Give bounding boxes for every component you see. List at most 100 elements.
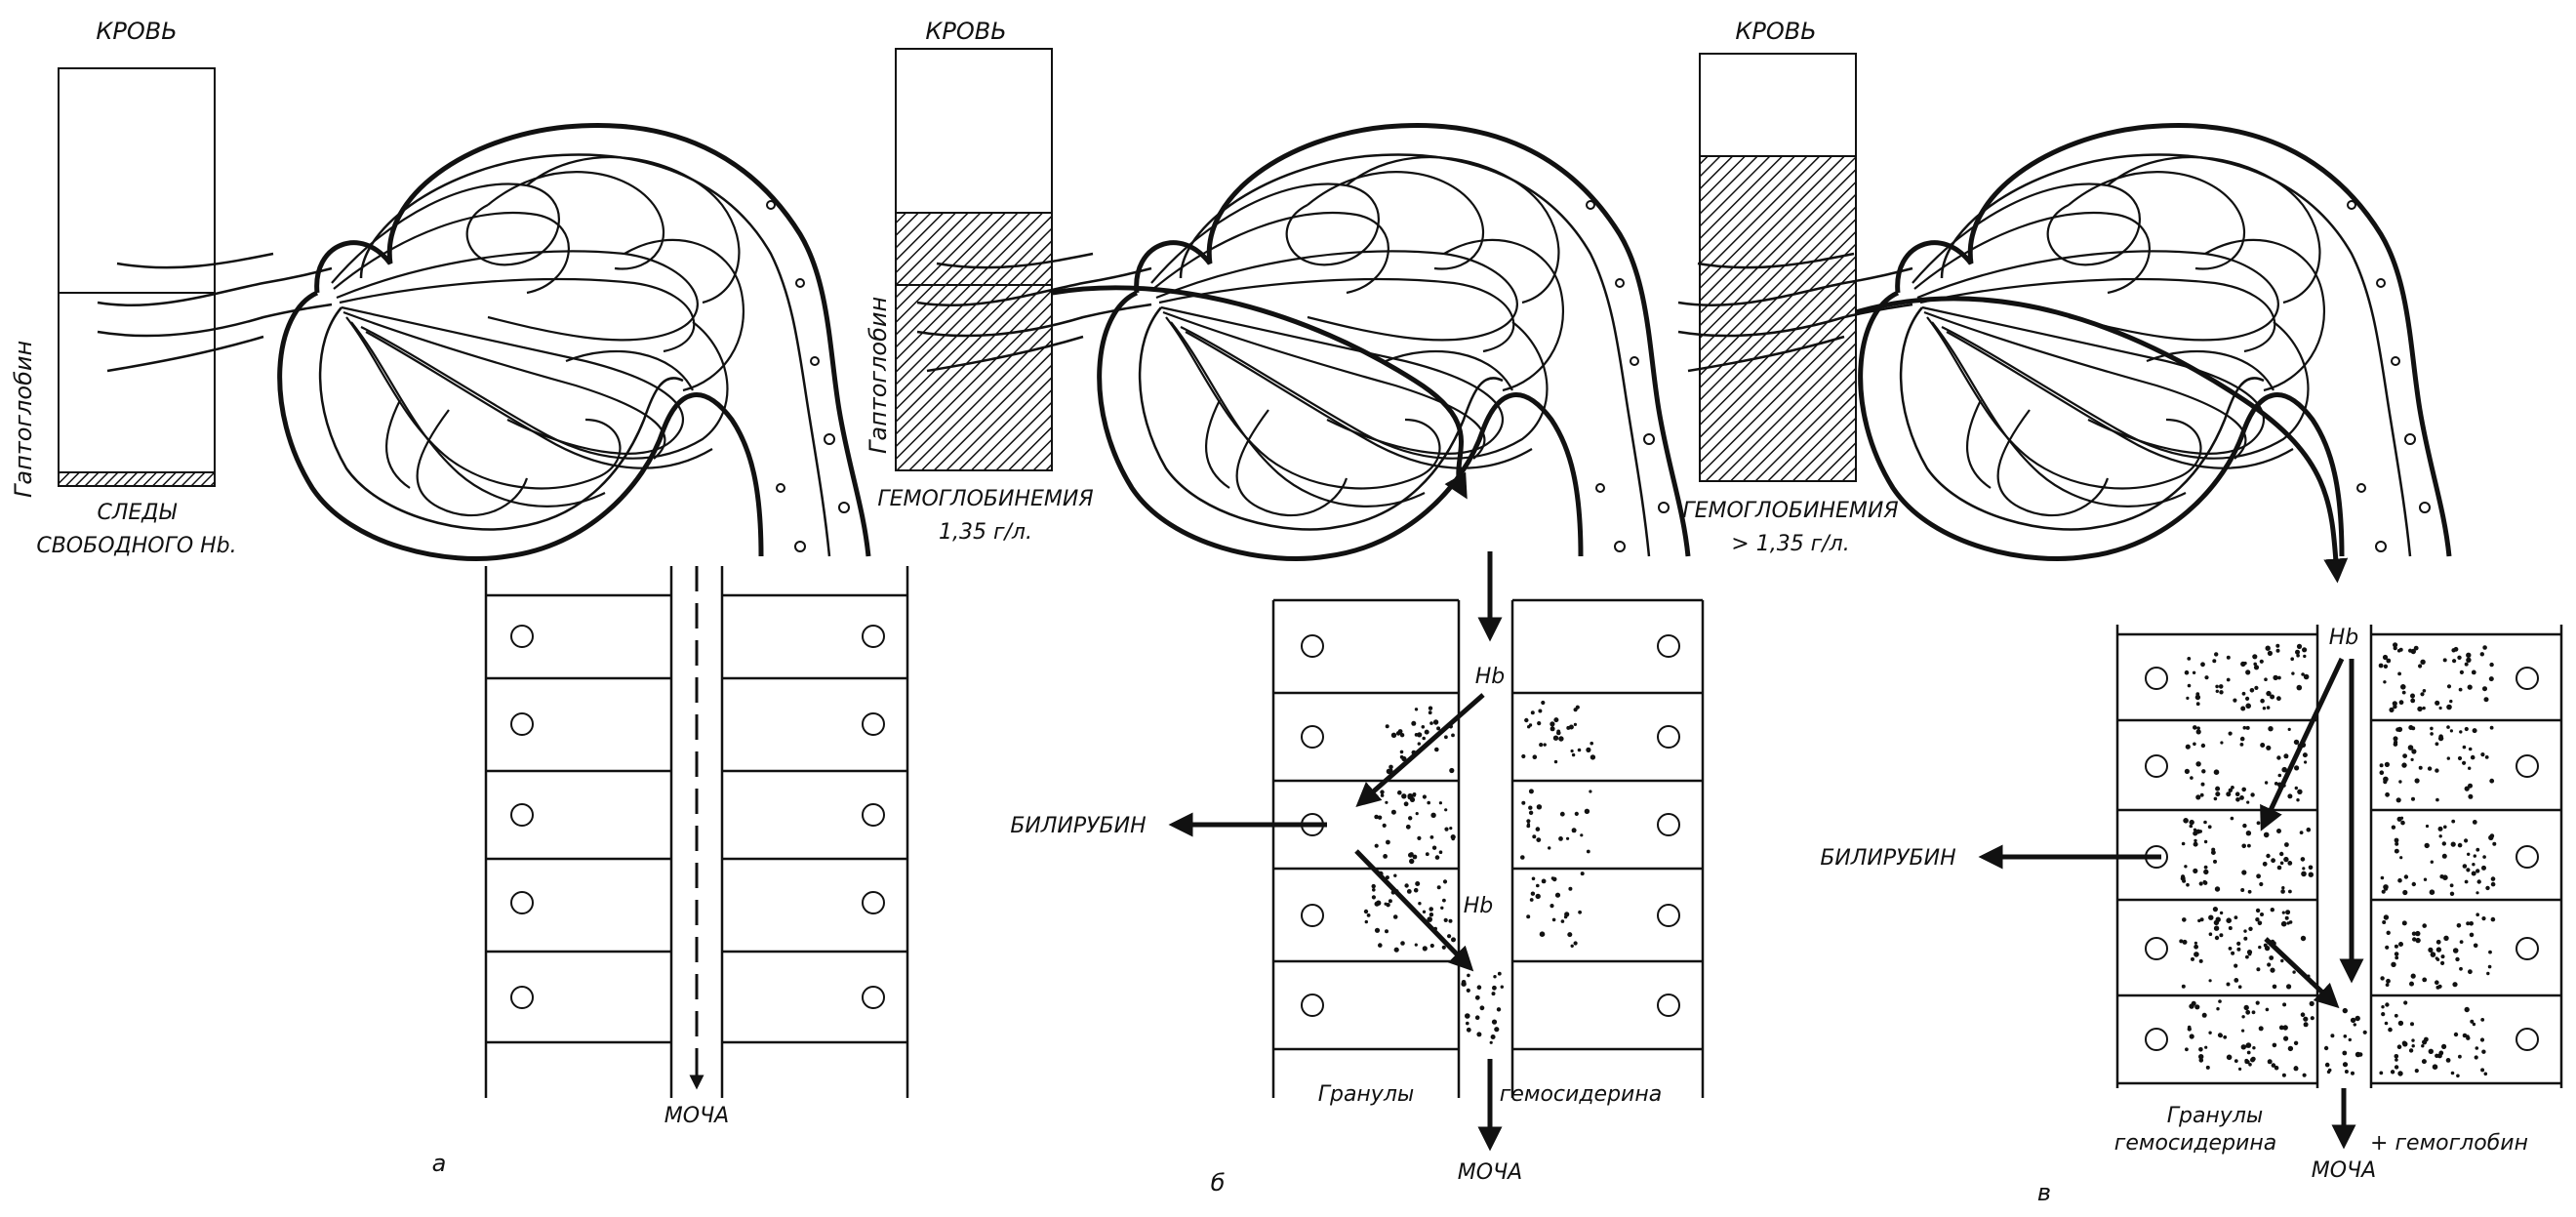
- granule-dot: [2391, 961, 2396, 967]
- granule-dot: [2400, 820, 2405, 826]
- granule-dot: [2295, 649, 2300, 655]
- granule-dot: [1421, 725, 1426, 729]
- granule-dot: [2394, 1013, 2398, 1018]
- granule-dot: [2219, 911, 2224, 915]
- panel-a-caption-line1: СЛЕДЫ: [98, 501, 178, 525]
- granule-dot: [2276, 696, 2281, 702]
- granule-dot: [2462, 1033, 2468, 1038]
- granule-dot: [2411, 931, 2417, 936]
- granule-dot: [2492, 841, 2497, 846]
- granule-dot: [2438, 706, 2442, 710]
- granule-dot: [2432, 1064, 2438, 1070]
- granule-dot: [2287, 793, 2293, 799]
- granule-dot: [2452, 982, 2458, 988]
- granule-dot: [2410, 693, 2415, 699]
- granule-dot: [2296, 798, 2300, 802]
- granule-dot: [2276, 865, 2282, 871]
- granule-dot: [2275, 648, 2280, 653]
- panel-b-granules: [1363, 700, 1596, 1044]
- granule-dot: [2457, 655, 2462, 660]
- granule-dot: [2464, 1006, 2470, 1013]
- granule-dot: [2276, 829, 2281, 833]
- granule-dot: [2270, 908, 2274, 913]
- granule-dot: [1427, 916, 1432, 922]
- granule-dot: [1586, 849, 1590, 854]
- granule-dot: [2400, 684, 2406, 690]
- granule-dot: [2194, 694, 2201, 701]
- granule-dot: [1417, 835, 1422, 841]
- granule-dot: [2199, 792, 2204, 797]
- panel-b-hb-to-lumen-arrow: [1354, 849, 1474, 972]
- granule-dot: [2193, 725, 2197, 730]
- granule-dot: [1550, 904, 1554, 909]
- granule-dot: [1376, 900, 1382, 906]
- granule-dot: [2355, 1051, 2361, 1058]
- granule-dot: [1520, 855, 1525, 860]
- granule-dot: [2394, 837, 2399, 843]
- granule-dot: [2241, 787, 2246, 792]
- granule-dot: [1425, 852, 1429, 857]
- granule-dot: [2469, 921, 2474, 926]
- granule-dot: [2293, 1040, 2299, 1046]
- granule-dot: [1465, 1013, 1470, 1019]
- granule-dot: [2268, 726, 2274, 732]
- granule-dot: [2250, 1057, 2255, 1063]
- granule-dot: [2414, 778, 2420, 784]
- granule-dot: [1428, 706, 1433, 710]
- granule-dot: [2195, 761, 2201, 767]
- granule-dot: [2219, 933, 2224, 938]
- granule-dot: [2409, 981, 2414, 987]
- granule-dot: [2193, 828, 2197, 832]
- panel-a-blood-label: КРОВЬ: [96, 18, 177, 45]
- granule-dot: [2479, 652, 2484, 657]
- granule-dot: [2234, 915, 2238, 919]
- granule-dot: [1535, 893, 1541, 900]
- granule-dot: [2193, 742, 2196, 747]
- granule-dot: [2457, 755, 2463, 761]
- granule-dot: [2226, 677, 2231, 682]
- granule-dot: [1414, 733, 1419, 737]
- granule-dot: [1566, 836, 1570, 840]
- granule-dot: [1444, 735, 1448, 740]
- granule-dot: [2466, 921, 2471, 926]
- granule-dot: [1399, 733, 1405, 738]
- granule-dot: [1550, 876, 1555, 880]
- granule-dot: [2430, 732, 2434, 736]
- granule-dot: [2390, 1070, 2395, 1075]
- granule-dot: [2241, 1029, 2245, 1033]
- granule-dot: [2238, 1067, 2242, 1071]
- granule-dot: [1364, 919, 1369, 924]
- granule-dot: [1400, 941, 1405, 946]
- granule-dot: [2200, 743, 2206, 749]
- granule-dot: [2239, 736, 2245, 742]
- granule-dot: [2412, 937, 2417, 942]
- panel-c-granules-label: Гранулы: [2167, 1104, 2264, 1128]
- granule-dot: [2411, 1044, 2415, 1048]
- granule-dot: [2245, 831, 2252, 836]
- granule-dot: [1441, 945, 1446, 950]
- granule-dot: [2310, 1016, 2314, 1021]
- granule-dot: [1554, 892, 1561, 898]
- granule-dot: [2214, 886, 2221, 892]
- granule-dot: [1385, 875, 1389, 880]
- panel-c-plus-hemoglobin-label: + гемоглобин: [2370, 1131, 2528, 1156]
- granule-dot: [2186, 882, 2190, 887]
- granule-dot: [1491, 992, 1496, 996]
- panel-b-caption-line2: 1,35 г/л.: [939, 520, 1032, 545]
- granule-dot: [2422, 977, 2428, 983]
- granule-dot: [2270, 694, 2275, 700]
- granule-dot: [1489, 1040, 1493, 1044]
- granule-dot: [2213, 769, 2220, 775]
- granule-dot: [1570, 944, 1574, 948]
- granule-dot: [2397, 1071, 2403, 1076]
- granule-dot: [2228, 947, 2233, 951]
- granule-dot: [2382, 654, 2389, 661]
- granule-dot: [1408, 816, 1413, 821]
- granule-dot: [2395, 1058, 2398, 1062]
- granule-dot: [2300, 935, 2307, 942]
- granule-dot: [2348, 1037, 2352, 1042]
- panel-b-bilirubin-label: БИЛИРУБИН: [1010, 814, 1146, 838]
- granule-dot: [2253, 665, 2260, 670]
- granule-dot: [2248, 1063, 2252, 1067]
- granule-dot: [2394, 944, 2398, 949]
